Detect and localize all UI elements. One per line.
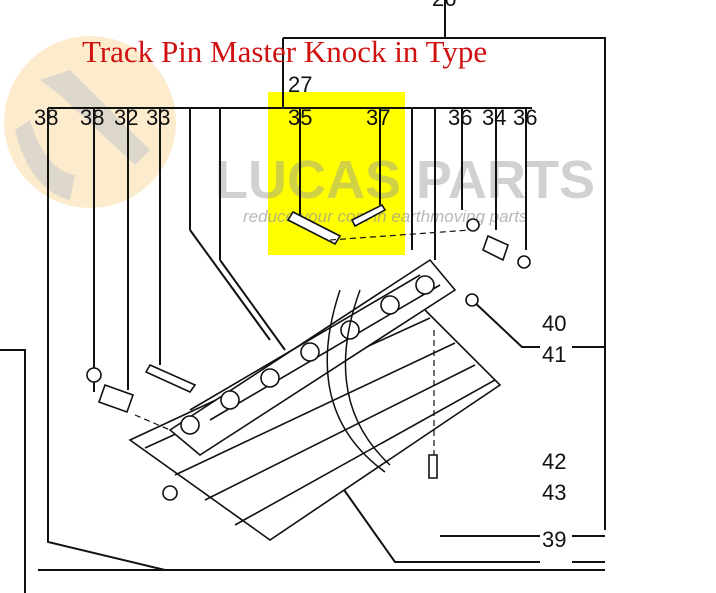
label-36b: 36 bbox=[513, 105, 537, 130]
label-41: 41 bbox=[542, 342, 566, 367]
loose-parts bbox=[86, 203, 531, 501]
spring-pin-37 bbox=[350, 203, 387, 228]
watermark-tagline: reduce your cost in earthmoving parts bbox=[243, 207, 528, 226]
label-37: 37 bbox=[366, 105, 390, 130]
highlight-box bbox=[268, 92, 405, 255]
label-38b: 38 bbox=[80, 105, 104, 130]
bushing-34 bbox=[482, 234, 509, 262]
label-34: 34 bbox=[482, 105, 506, 130]
label-35: 35 bbox=[288, 105, 312, 130]
label-33: 33 bbox=[146, 105, 170, 130]
track-shoe-assembly bbox=[128, 258, 502, 541]
label-27: 27 bbox=[288, 72, 312, 97]
label-42: 42 bbox=[542, 449, 566, 474]
label-36: 36 bbox=[448, 105, 472, 130]
bushing-32 bbox=[97, 383, 135, 414]
label-26: 26 bbox=[432, 0, 456, 11]
bolt-42 bbox=[428, 454, 438, 479]
seal-38 bbox=[86, 367, 102, 383]
watermark-brand: LUCAS PARTS bbox=[215, 150, 595, 210]
label-40: 40 bbox=[542, 311, 566, 336]
label-43: 43 bbox=[542, 480, 566, 505]
label-38: 38 bbox=[34, 105, 58, 130]
label-32: 32 bbox=[114, 105, 138, 130]
label-39: 39 bbox=[542, 527, 566, 552]
seal-38b bbox=[162, 485, 178, 501]
seal-36 bbox=[466, 218, 480, 232]
nut-40 bbox=[465, 293, 479, 307]
diagram-title: Track Pin Master Knock in Type bbox=[82, 34, 487, 69]
part-numbers: 26 27 38 38 32 33 35 37 36 34 36 40 41 4… bbox=[34, 0, 566, 552]
leader-lines bbox=[0, 0, 606, 593]
pin-33 bbox=[144, 363, 197, 394]
master-pin-35 bbox=[286, 210, 342, 246]
